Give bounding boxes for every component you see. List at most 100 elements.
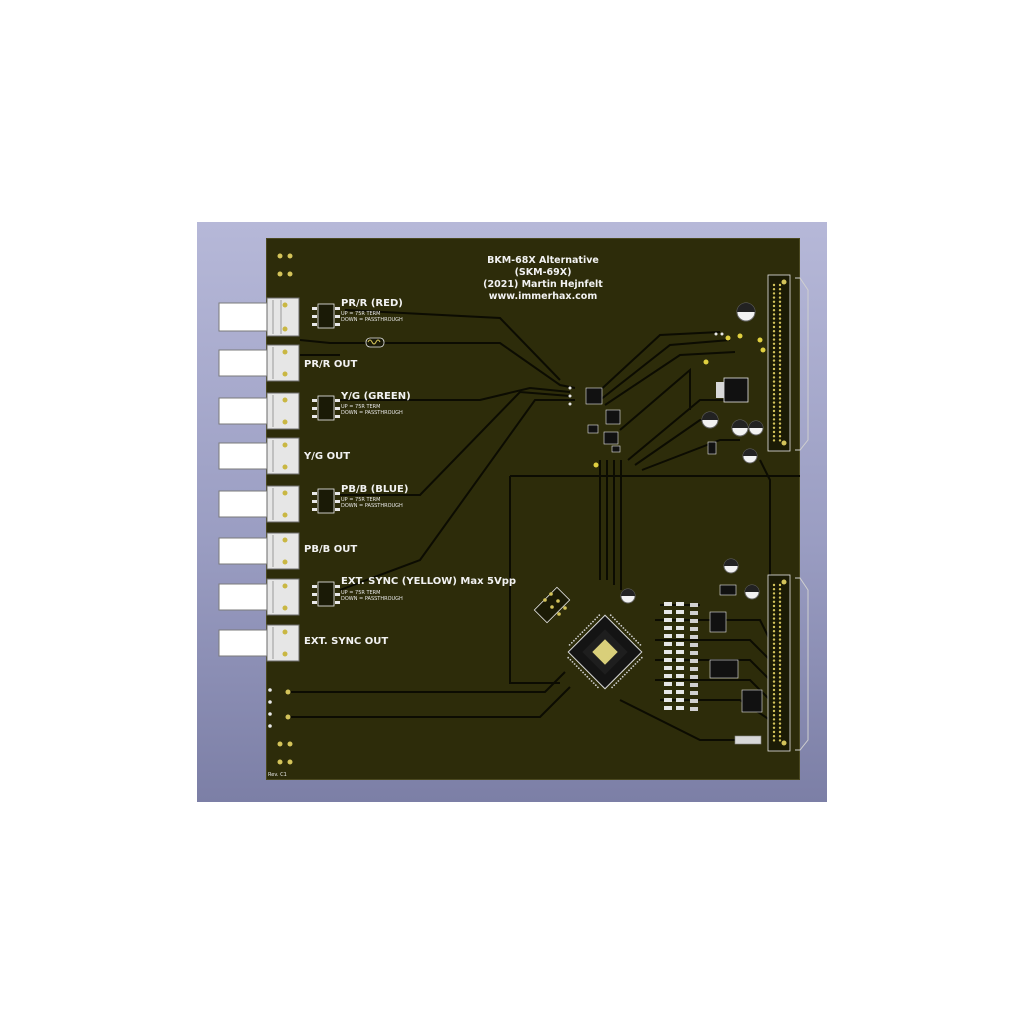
smd-resistor: [690, 691, 698, 695]
connector-pin: [778, 334, 782, 337]
connector-pin: [778, 667, 782, 671]
connector-pin: [778, 300, 782, 303]
connector-pin: [772, 409, 776, 413]
bnc-connector-3: [218, 392, 300, 430]
connector-pin: [778, 604, 782, 608]
connector-pin: [772, 663, 776, 666]
connector-pin: [778, 638, 782, 641]
chip-lead: [590, 680, 593, 682]
label-pr-r-red: PR/R (RED): [341, 298, 403, 309]
connector-pin: [778, 655, 782, 658]
smd-resistor: [676, 602, 684, 606]
chip-lead: [594, 618, 596, 621]
connector-pin: [772, 296, 776, 299]
connector-pin: [778, 659, 782, 662]
chip-lead: [624, 629, 627, 631]
connector-pin: [772, 435, 776, 438]
chip-lead: [613, 684, 616, 687]
connector-pin: [772, 380, 776, 383]
connector-pin: [772, 726, 776, 729]
chip-lead: [611, 686, 613, 689]
connector-pin: [772, 718, 776, 721]
board-title: BKM-68X Alternative (SKM-69X) (2021) Mar…: [483, 255, 603, 302]
connector-pin: [778, 388, 782, 392]
connector-pin: [772, 609, 776, 612]
bottom-left-pads: [268, 688, 293, 765]
note-y-g-down: DOWN = PASSTHROUGH: [341, 410, 403, 416]
connector-pin: [778, 414, 782, 417]
connector-pin: [772, 342, 776, 345]
connector-pin: [778, 722, 782, 725]
smd-resistor: [690, 619, 698, 623]
connector-pin: [778, 714, 782, 717]
smd-resistor: [676, 610, 684, 614]
connector-pin: [772, 604, 776, 608]
chip-lead: [626, 671, 628, 674]
chip-lead: [582, 671, 584, 674]
connector-labels: PR/R (RED) UP = 75R TERM DOWN = PASSTHRO…: [303, 298, 516, 647]
chip-lead: [626, 631, 629, 634]
connector-pin: [772, 321, 776, 324]
pcb-traces: [290, 309, 800, 741]
smd-resistor: [664, 666, 672, 670]
revision-label: Rev. C1: [268, 772, 287, 778]
bnc-connector-2: [218, 344, 300, 382]
connector-pin: [778, 676, 782, 679]
connector-pin: [772, 642, 776, 645]
connector-pin: [778, 596, 782, 599]
connector-pin: [778, 376, 782, 379]
connector-pin: [778, 351, 782, 354]
smd-resistor: [676, 626, 684, 630]
smd-resistor: [676, 658, 684, 662]
bnc-connector-1: [218, 297, 300, 337]
smd-resistor: [676, 642, 684, 646]
smd-resistor-arrays: [664, 602, 698, 711]
label-pr-r-out: PR/R OUT: [304, 359, 357, 370]
chip-lead: [586, 675, 589, 678]
connector-pin: [772, 355, 776, 358]
connector-pin: [772, 659, 776, 662]
chip-lead: [587, 624, 590, 627]
connector-pin: [778, 613, 782, 616]
connector-pin: [772, 359, 776, 362]
bnc-connector-5: [218, 485, 300, 523]
termination-switches: [312, 303, 340, 607]
smd-resistor: [690, 699, 698, 703]
chip-lead: [631, 635, 633, 638]
chip-lead: [598, 614, 601, 617]
connector-pin: [772, 596, 776, 599]
connector-pin: [772, 638, 776, 641]
connector-pin: [772, 292, 776, 295]
chip-lead: [637, 641, 640, 644]
chip-lead: [614, 618, 616, 621]
connector-pin: [772, 709, 776, 713]
smd-resistor: [676, 618, 684, 622]
smd-resistor: [664, 642, 672, 646]
label-pb-b-out: PB/B OUT: [304, 544, 357, 555]
chip-lead: [621, 675, 624, 678]
connector-pin: [772, 697, 776, 700]
connector-pin: [778, 338, 782, 341]
connector-pin: [778, 380, 782, 383]
bnc-connector-7: [218, 578, 300, 616]
connector-pin: [778, 617, 782, 620]
chip-lead: [634, 663, 637, 665]
smd-resistor: [690, 635, 698, 639]
smd-resistor: [690, 603, 698, 607]
smd-resistor: [690, 675, 698, 679]
connector-pin: [778, 405, 782, 408]
connector-pin: [772, 372, 776, 375]
label-y-g-green: Y/G (GREEN): [340, 391, 411, 402]
connector-pin: [778, 726, 782, 729]
connector-pin: [778, 651, 782, 654]
smd-resistor: [664, 634, 672, 638]
connector-pin: [778, 680, 782, 683]
connector-pin: [772, 634, 776, 637]
connector-pin: [778, 409, 782, 413]
chip-lead: [628, 633, 631, 636]
connector-pin: [778, 609, 782, 612]
connector-pin: [772, 739, 776, 742]
smd-resistor: [690, 659, 698, 663]
smd-resistor: [664, 618, 672, 622]
connector-pin: [772, 325, 776, 329]
